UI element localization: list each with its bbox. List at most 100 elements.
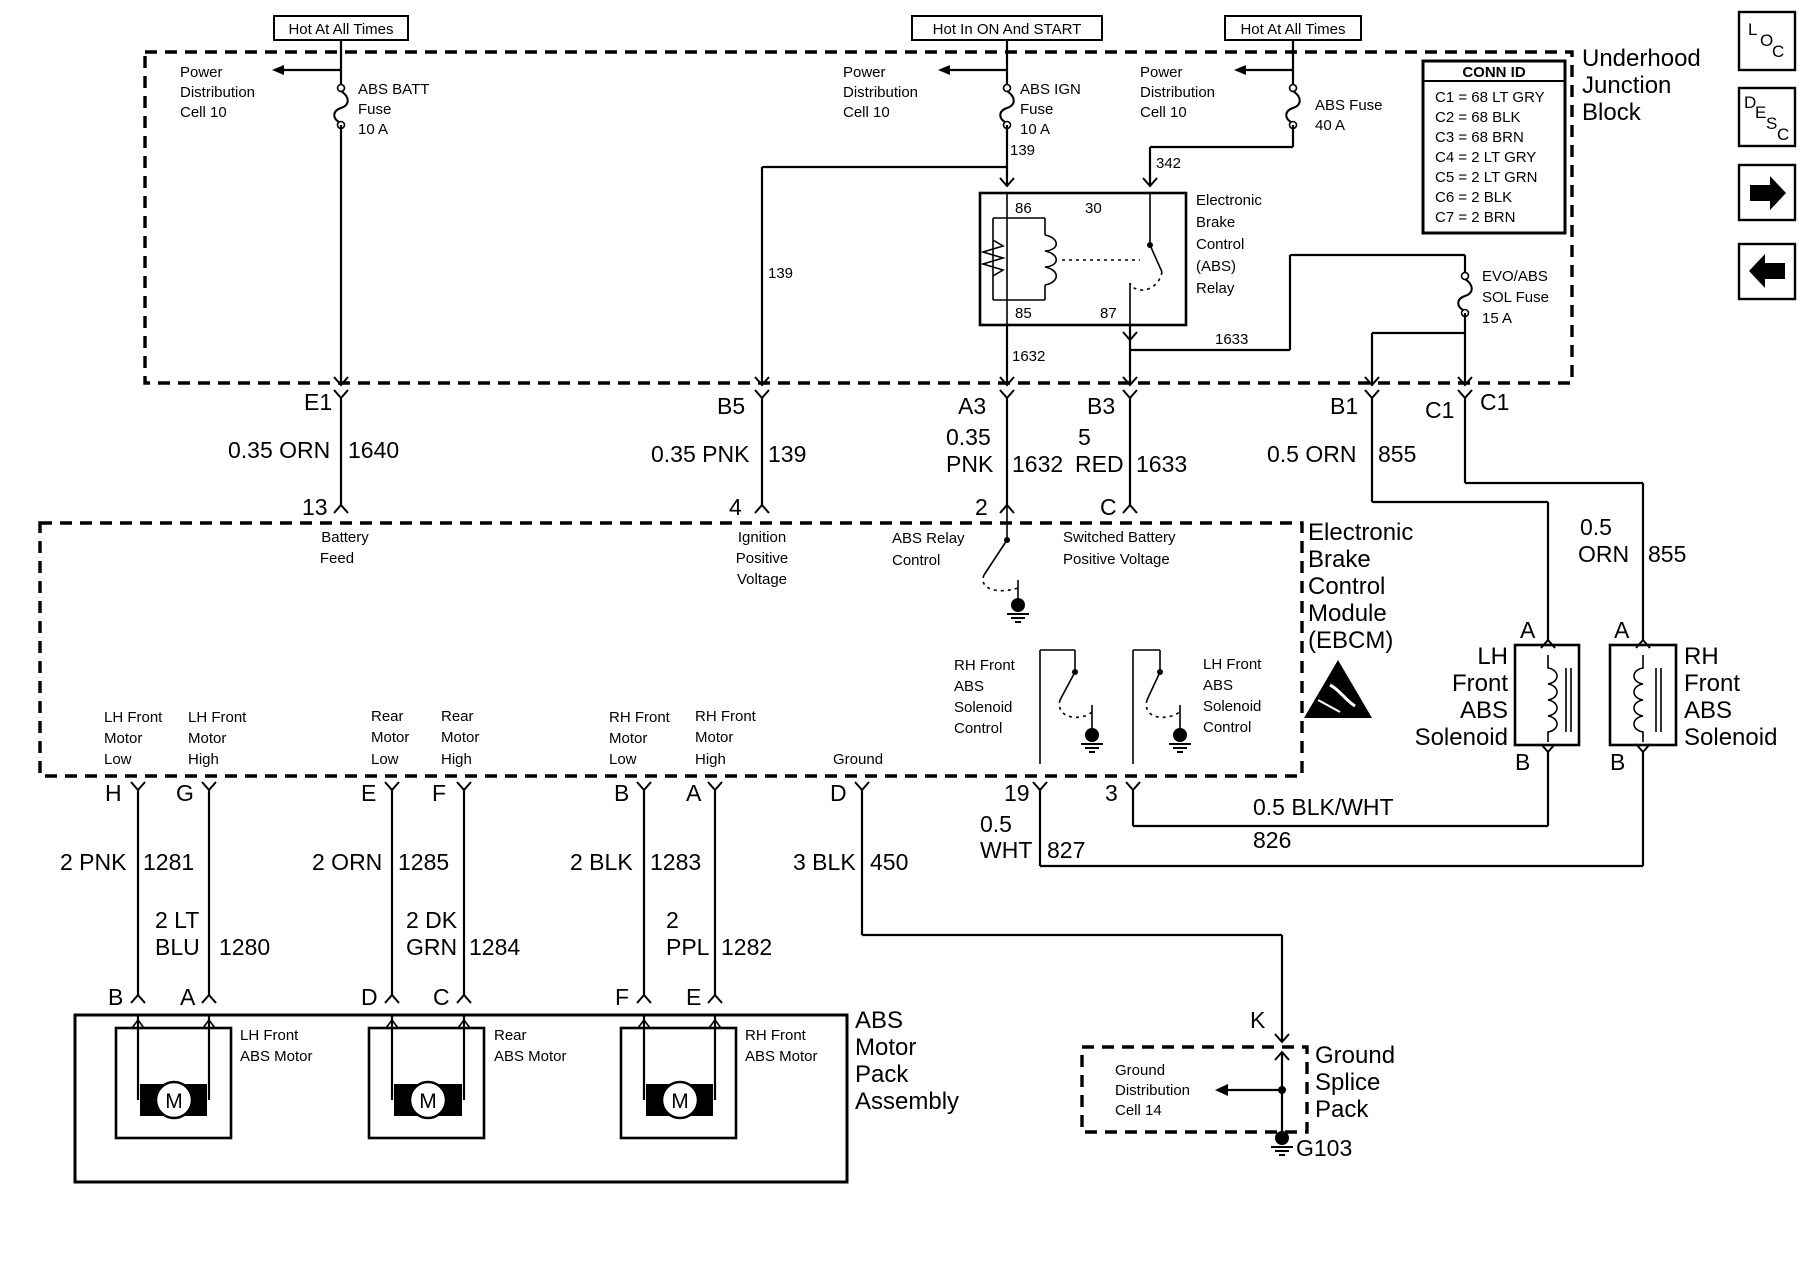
rh-sol-ctl-1: RH Front	[954, 657, 1016, 674]
label-rh-high-1: RH Front	[695, 708, 757, 725]
relay-resistor-icon	[980, 239, 1006, 277]
rh-sol-label-4: Solenoid	[1684, 724, 1777, 751]
wire-1633-color-1: 5	[1078, 424, 1091, 450]
label-switched-1: Switched Battery	[1063, 529, 1176, 546]
wire-1281-color: 2 PNK	[60, 849, 127, 875]
fuse-sol-1: EVO/ABS	[1482, 268, 1548, 285]
wire-1632-color-1: 0.35	[946, 424, 991, 450]
previous-button[interactable]	[1737, 242, 1797, 301]
label-lh-high-2: Motor	[188, 730, 226, 747]
pdc-mid-3: Cell 10	[843, 104, 890, 121]
solenoid-coil-icon	[1547, 655, 1558, 742]
connector-c1-b: C1	[1480, 389, 1509, 415]
relay-pin-86: 86	[1015, 200, 1032, 217]
lh-sol-pin-a: A	[1520, 617, 1536, 643]
wire-139-circuit: 139	[768, 441, 806, 467]
rh-front-abs-motor	[619, 1026, 738, 1140]
desc-letter-s: S	[1766, 114, 1777, 133]
label-rh-high-3: High	[695, 751, 726, 768]
lh-sol-ctl-4: Control	[1203, 719, 1251, 736]
connector-b1: B1	[1330, 393, 1358, 419]
hot-in-on-and-start: Hot In ON And START	[911, 15, 1103, 41]
fuse-batt-2: Fuse	[358, 101, 391, 118]
label-ignition-2: Positive	[736, 550, 789, 567]
desc-letter-e: E	[1755, 103, 1766, 122]
ground-dist-1: Ground	[1115, 1062, 1165, 1079]
ground-g103: G103	[1296, 1135, 1352, 1161]
lh-front-abs-motor	[114, 1026, 233, 1140]
label-switched-2: Positive Voltage	[1063, 551, 1170, 568]
motor-rh-pin-f: F	[615, 984, 629, 1010]
wire-1280-circuit: 1280	[219, 934, 270, 960]
conn-id-row: C1 = 68 LT GRY	[1435, 89, 1545, 106]
relay-pin-87: 87	[1100, 305, 1117, 322]
motor-lh-label-2: ABS Motor	[240, 1048, 313, 1065]
label-rh-high-2: Motor	[695, 729, 733, 746]
motor-lh-label-1: LH Front	[240, 1027, 299, 1044]
label-lh-high-1: LH Front	[188, 709, 247, 726]
connector-b3: B3	[1087, 393, 1115, 419]
desc-letter-c: C	[1777, 125, 1789, 144]
wire-855b-circuit: 855	[1648, 541, 1686, 567]
ebcm-pin-3: 3	[1105, 780, 1118, 806]
fuse-ign-2: Fuse	[1020, 101, 1053, 118]
label-lh-low-1: LH Front	[104, 709, 163, 726]
motor-icon	[154, 1080, 194, 1120]
label-rear-low-1: Rear	[371, 708, 404, 725]
fuse-abs-1: ABS Fuse	[1315, 97, 1383, 114]
hot-on-start-label: Hot In ON And START	[933, 21, 1082, 38]
fuse-batt-3: 10 A	[358, 121, 388, 138]
relay-label-4: (ABS)	[1196, 258, 1236, 275]
pdc-right-3: Cell 10	[1140, 104, 1187, 121]
wire-1284-circuit: 1284	[469, 934, 520, 960]
arrow-left-icon	[272, 65, 284, 75]
junction-title-1: Underhood	[1582, 45, 1701, 72]
arrow-left-icon	[1215, 1084, 1228, 1096]
wire-1633-circuit: 1633	[1136, 451, 1187, 477]
wire-827-color-1: 0.5	[980, 811, 1012, 837]
junction-title-3: Block	[1582, 99, 1642, 126]
label-ignition-3: Voltage	[737, 571, 787, 588]
label-ground: Ground	[833, 751, 883, 768]
evo-abs-sol-fuse-icon	[1457, 271, 1473, 318]
arrow-left-icon	[1749, 254, 1785, 288]
next-button[interactable]	[1737, 163, 1797, 222]
esd-warning-icon	[1304, 660, 1372, 718]
rh-sol-label-2: Front	[1684, 670, 1740, 697]
ebcm-pin-g: G	[176, 780, 194, 806]
label-relay-ctl-2: Control	[892, 552, 940, 569]
label-lh-low-2: Motor	[104, 730, 142, 747]
ground-splice-pin-k: K	[1250, 1007, 1266, 1033]
ebcm-pin-e: E	[361, 780, 376, 806]
ground-dist-2: Distribution	[1115, 1082, 1190, 1099]
motor-rh-label-2: ABS Motor	[745, 1048, 818, 1065]
wire-450-circuit: 450	[870, 849, 908, 875]
abs-relay	[978, 191, 1188, 327]
wire-1285-circuit: 1285	[398, 849, 449, 875]
abs-fuse-icon	[1285, 83, 1301, 130]
motor-pack-title-1: ABS	[855, 1007, 903, 1034]
ground-icon	[1006, 597, 1030, 623]
junction-title-2: Junction	[1582, 72, 1671, 99]
wire-1284-color-2: GRN	[406, 934, 457, 960]
label-rear-high-3: High	[441, 751, 472, 768]
wire-855a-circuit: 855	[1378, 441, 1416, 467]
ebcm-pin-19: 19	[1004, 780, 1030, 806]
loc-letter-l: L	[1748, 20, 1757, 39]
loc-button[interactable]: L O C	[1737, 10, 1797, 72]
lh-sol-ctl-3: Solenoid	[1203, 698, 1261, 715]
label-rh-low-2: Motor	[609, 730, 647, 747]
arrow-left-icon	[938, 65, 950, 75]
motor-pack-title-2: Motor	[855, 1034, 916, 1061]
wire-1633-color-2: RED	[1075, 451, 1124, 477]
motor-rear-label-1: Rear	[494, 1027, 527, 1044]
motor-icon	[408, 1080, 448, 1120]
ebcm-pin-2: 2	[975, 494, 988, 520]
desc-button[interactable]: D E S C	[1737, 86, 1797, 148]
ebcm-title-5: (EBCM)	[1308, 627, 1393, 654]
lh-sol-pin-b: B	[1515, 749, 1530, 775]
ebcm-title-1: Electronic	[1308, 519, 1413, 546]
wire-1640-color: 0.35 ORN	[228, 437, 330, 463]
lh-sol-label-4: Solenoid	[1415, 724, 1508, 751]
